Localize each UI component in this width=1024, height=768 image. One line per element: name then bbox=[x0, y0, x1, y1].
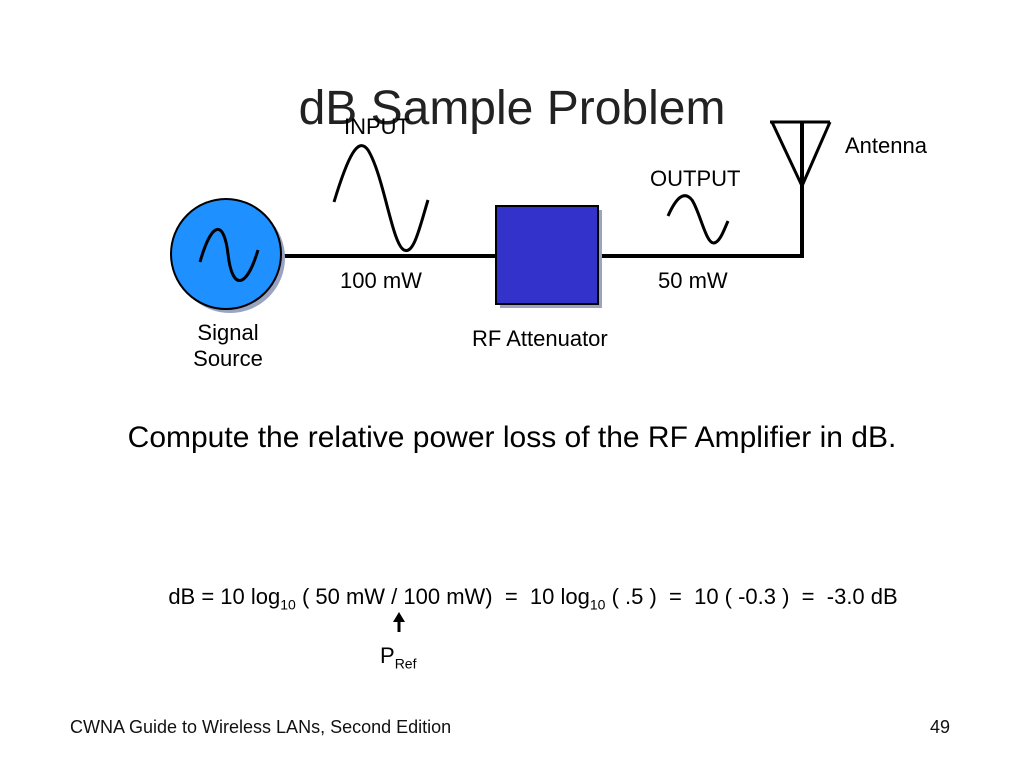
input-wave-icon bbox=[332, 144, 430, 252]
signal-source bbox=[170, 198, 285, 313]
page-number: 49 bbox=[930, 717, 951, 737]
output-power-value: 50 mW bbox=[658, 268, 728, 293]
signal-source-label: Signal Source bbox=[193, 320, 263, 371]
antenna-icon bbox=[770, 120, 832, 187]
output-wave-icon bbox=[666, 194, 730, 245]
slide-title: dB Sample Problem bbox=[298, 82, 726, 135]
footer-text: CWNA Guide to Wireless LANs, Second Edit… bbox=[70, 717, 452, 737]
input-power-value: 100 mW bbox=[340, 268, 422, 293]
pref-arrow-icon bbox=[393, 612, 405, 632]
question-text: Compute the relative power loss of the R… bbox=[127, 421, 897, 454]
rf-attenuator-box bbox=[495, 205, 602, 308]
p-ref-label: PRef bbox=[380, 643, 417, 672]
input-label: INPUT bbox=[344, 114, 410, 139]
rf-attenuator-label: RF Attenuator bbox=[472, 326, 608, 351]
formula: dB = 10 log10 ( 50 mW / 100 mW) = 10 log… bbox=[168, 584, 898, 613]
output-label: OUTPUT bbox=[650, 166, 741, 191]
sine-wave-icon bbox=[198, 228, 260, 282]
antenna-label: Antenna bbox=[845, 133, 927, 158]
